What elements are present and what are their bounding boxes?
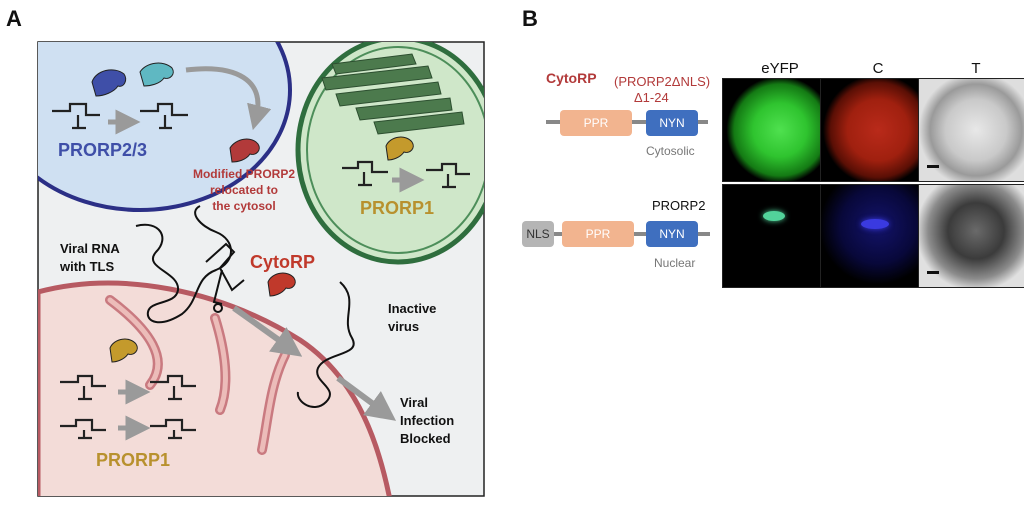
trna-icons-mitochondrion xyxy=(60,374,196,440)
panel-a-letter: A xyxy=(6,6,22,31)
cytorp-title: CytoRP xyxy=(546,70,597,86)
column-t: T xyxy=(971,60,981,77)
cytorp-nyn-domain: NYN xyxy=(646,110,698,136)
arrow-to-inactive xyxy=(232,305,303,357)
prorp2-nyn-domain: NYN xyxy=(646,221,698,247)
relocation-arrow xyxy=(185,66,272,131)
thylakoid-stacks xyxy=(321,53,465,135)
panel-a-diagram xyxy=(37,41,485,497)
eyfp-image-cytorp xyxy=(722,78,838,182)
prorp23-label: PRORP2/3 xyxy=(58,140,148,160)
trna-icons-chloroplast xyxy=(342,160,470,189)
infection-blocked-label: Viral Infection Blocked xyxy=(400,395,455,446)
cytosolic-label: Cytosolic xyxy=(646,144,695,158)
cytorp-label-a: CytoRP xyxy=(250,252,316,272)
prorp1-enzyme-chloroplast xyxy=(385,136,414,161)
inactive-virus-strand xyxy=(296,281,355,408)
modified-prorp2-label: Modified PRORP2 relocated to the cytosol xyxy=(192,167,295,213)
cytorp-ppr-domain: PPR xyxy=(560,110,632,136)
prorp1-enzyme-mitochondrion xyxy=(109,338,138,363)
viral-rna-label: Viral RNA with TLS xyxy=(60,241,120,274)
eyfp-image-prorp2 xyxy=(722,184,838,288)
inactive-virus-label: Inactive virus xyxy=(388,301,437,334)
modified-prorp2-enzyme xyxy=(229,138,260,163)
nuclear-signal xyxy=(763,211,785,221)
transmitted-image-prorp2 xyxy=(918,184,1024,288)
chlorophyll-image-cytorp xyxy=(820,78,936,182)
cytorp-enzyme xyxy=(267,272,296,297)
scale-bar xyxy=(927,165,939,168)
cytorp-deletion: Δ1-24 xyxy=(634,90,669,105)
prorp2-ppr-domain: PPR xyxy=(562,221,634,247)
tls-structure xyxy=(205,242,245,313)
transmitted-image-cytorp xyxy=(918,78,1024,182)
column-c: C xyxy=(872,60,884,77)
nuclear-label: Nuclear xyxy=(654,256,696,270)
column-eyfp: eYFP xyxy=(761,60,799,77)
cytorp-subtitle: (PRORP2ΔNLS) xyxy=(614,74,711,89)
prorp2-enzyme-icons xyxy=(91,62,174,97)
scale-bar xyxy=(927,271,939,274)
arrow-to-blocked xyxy=(336,375,397,421)
viral-rna-strand xyxy=(135,205,232,324)
prorp2-label: PRORP2 xyxy=(652,198,706,213)
panel-b-letter: B xyxy=(522,6,538,31)
trna-icons-nucleus xyxy=(52,102,188,130)
prorp1-mitochondrion-label: PRORP1 xyxy=(96,450,171,470)
prorp1-chloroplast-label: PRORP1 xyxy=(360,198,435,218)
chlorophyll-image-prorp2 xyxy=(820,184,936,288)
prorp2-nls-domain: NLS xyxy=(522,221,554,247)
